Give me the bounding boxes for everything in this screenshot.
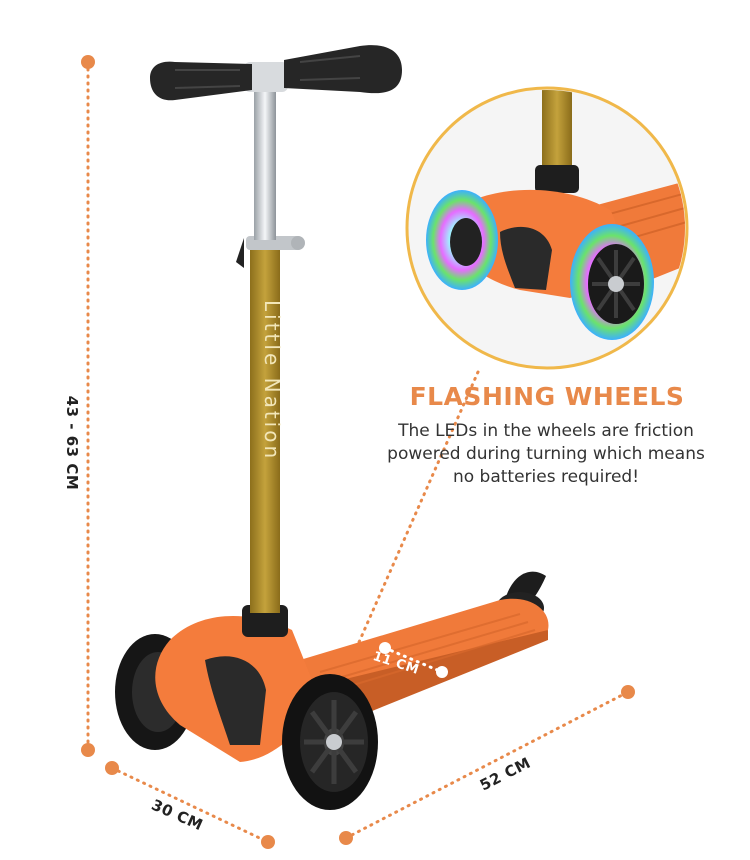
feature-description: The LEDs in the wheels are friction powe… xyxy=(368,420,724,489)
feature-description-line: The LEDs in the wheels are friction xyxy=(398,421,694,441)
width-dimension-line xyxy=(105,761,275,849)
stem-brand-text: Little Nation xyxy=(260,300,284,461)
feature-title: FLASHING WHEELS xyxy=(409,382,685,411)
height-dimension-label: 43 - 63 CM xyxy=(63,395,81,491)
led-wheel-icon xyxy=(426,190,498,290)
led-wheel-icon xyxy=(570,224,654,340)
callout-leader-line xyxy=(328,370,480,710)
feature-description-line: powered during turning which means xyxy=(387,444,705,464)
length-dimension-line xyxy=(339,685,635,845)
height-dimension-line xyxy=(81,55,95,757)
deck-width-dimension-line xyxy=(379,642,448,678)
feature-description-line: no batteries required! xyxy=(452,467,640,487)
scooter-illustration: Little Nation xyxy=(115,45,549,810)
flashing-wheels-zoom-circle xyxy=(405,86,689,370)
